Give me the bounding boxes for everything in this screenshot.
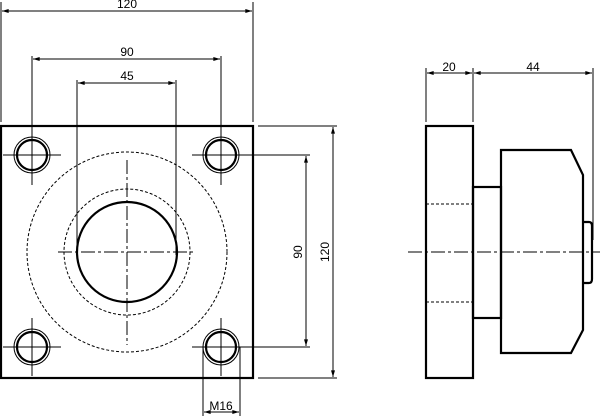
- dim-bore-diameter: 45: [120, 69, 134, 83]
- mounting-hole: [192, 56, 310, 185]
- flange-outline: [0, 124, 255, 380]
- mounting-hole: [3, 318, 61, 376]
- dim-overall-width: 120: [117, 0, 137, 11]
- dim-thread-size: M16: [209, 399, 233, 413]
- bolt-circle: [26, 151, 228, 353]
- body-side: [499, 148, 585, 355]
- mounting-hole: [192, 318, 310, 376]
- front-view: 120 90 45 90 120 M16: [0, 0, 337, 416]
- dim-hole-spacing-horizontal: 90: [120, 45, 134, 59]
- dim-hole-spacing-vertical: 90: [291, 245, 305, 259]
- dim-overall-height: 120: [318, 242, 332, 262]
- dim-flange-thickness: 20: [442, 60, 456, 74]
- dim-body-length: 44: [526, 60, 540, 74]
- mounting-holes: [3, 56, 310, 376]
- side-view: 20 44: [408, 60, 600, 380]
